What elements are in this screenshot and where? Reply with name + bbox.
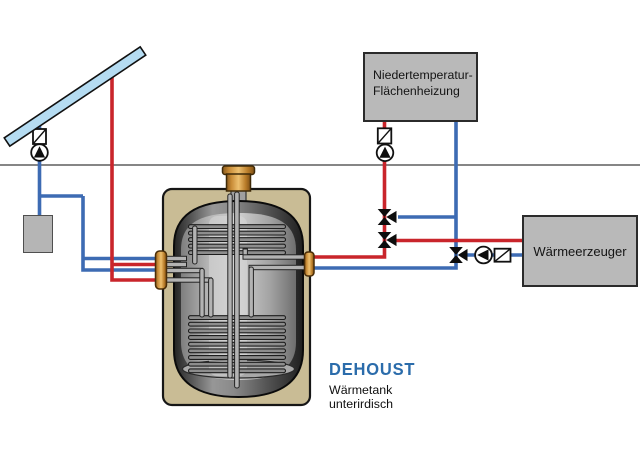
left-connection-flange: [154, 250, 168, 290]
right-connection-flange: [303, 251, 315, 277]
buried-storage-tank: [154, 165, 315, 407]
expansion-vessel: [23, 215, 53, 253]
heating-circuit-pipes: [314, 122, 522, 270]
heat-generator-box: Wärmeerzeuger: [522, 215, 638, 287]
check-valve-icon-heating: [376, 127, 393, 145]
manhole-lid-rim: [221, 165, 256, 176]
heat-generator-label: Wärmeerzeuger: [533, 243, 627, 259]
floor-heating-label-line1: Niedertemperatur-: [373, 68, 473, 82]
manhole-riser: [225, 173, 252, 192]
branding-block: DEHOUST Wärmetank unterirdisch: [329, 361, 415, 411]
caption-line1: Wärmetank: [329, 383, 393, 397]
three-way-valve-icon-upper: [377, 209, 397, 225]
solar-collector: [3, 45, 147, 148]
pump-icon-boiler: [474, 245, 493, 265]
check-valve-icon-boiler: [493, 247, 512, 263]
dehoust-logo: DEHOUST: [329, 360, 416, 380]
check-valve-icon-solar: [32, 128, 47, 145]
floor-heating-label-line2: Flächenheizung: [373, 83, 460, 98]
pump-icon-heating: [375, 143, 395, 163]
three-way-valve-icon-middle: [377, 232, 397, 248]
floor-heating-box: Niedertemperatur- Flächenheizung: [363, 52, 478, 122]
three-way-valve-icon-return: [449, 247, 468, 263]
pump-icon-solar: [30, 143, 49, 162]
caption-line2: unterirdisch: [329, 396, 394, 411]
